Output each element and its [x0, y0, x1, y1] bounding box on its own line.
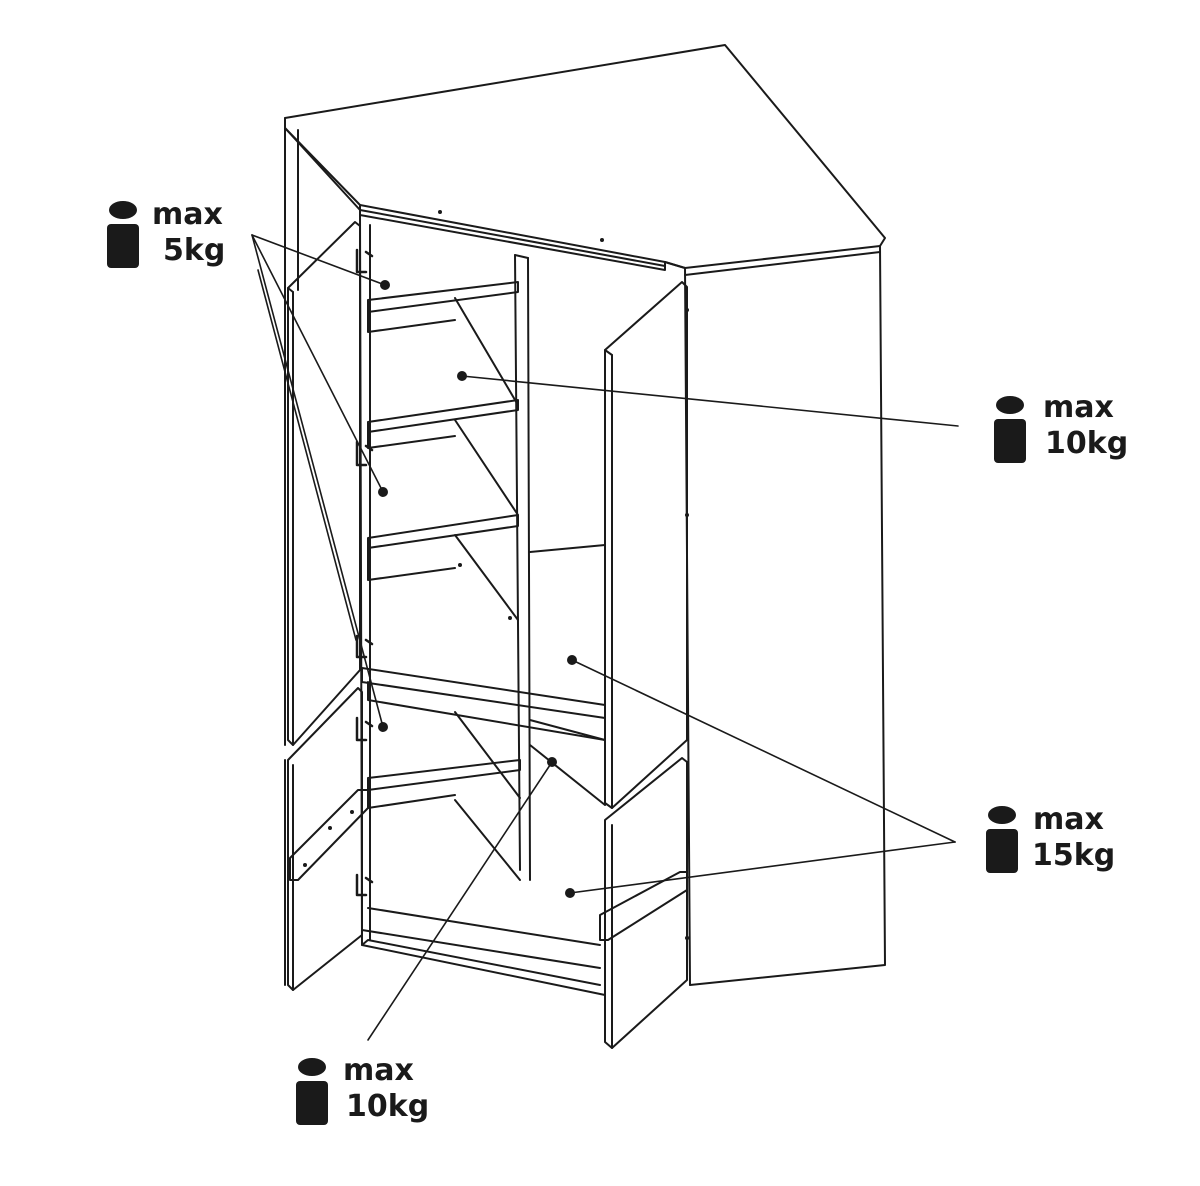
load-label-max: max	[1033, 802, 1104, 837]
load-label-max: max	[152, 197, 223, 232]
load-label-value: 15kg	[1032, 838, 1116, 873]
hinges	[355, 248, 374, 897]
weight-icon	[994, 396, 1026, 463]
leader-dots	[378, 280, 577, 898]
left-upper-door	[287, 221, 361, 746]
load-label-max: max	[1043, 390, 1114, 425]
weight-icon	[986, 806, 1018, 873]
load-label-value: 5kg	[163, 233, 226, 268]
cabinet-top	[284, 44, 886, 271]
leader-lines	[251, 234, 959, 1041]
left-side-panel	[284, 117, 299, 986]
weight-icon	[296, 1058, 328, 1125]
load-label-max: max	[343, 1053, 414, 1088]
left-lower-door	[287, 687, 369, 991]
right-upper-door	[604, 281, 688, 809]
cabinet-interior	[359, 214, 606, 996]
weight-icon	[107, 201, 139, 268]
screw-holes	[303, 210, 689, 940]
right-lower-door	[599, 757, 688, 1049]
load-label-value: 10kg	[346, 1089, 430, 1124]
load-label-value: 10kg	[1045, 426, 1129, 461]
